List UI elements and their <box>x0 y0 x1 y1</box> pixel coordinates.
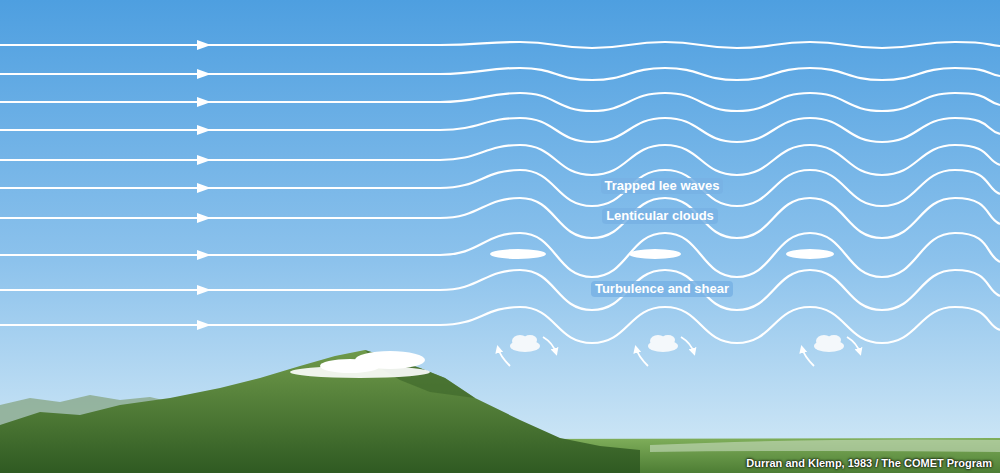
wave-label: Turbulence and shear <box>591 281 733 297</box>
mountain <box>0 350 640 473</box>
flow-arrowheads <box>197 40 211 330</box>
rotor-clouds <box>498 335 860 366</box>
cap-cloud <box>290 351 430 378</box>
credit-note: Durran and Klemp, 1983 / The COMET Progr… <box>746 457 992 470</box>
streamlines <box>0 42 1000 343</box>
lenticular-clouds <box>490 249 834 259</box>
wave-label: Lenticular clouds <box>602 208 718 224</box>
haze <box>650 440 1000 452</box>
wave-label: Trapped lee waves <box>601 178 724 194</box>
